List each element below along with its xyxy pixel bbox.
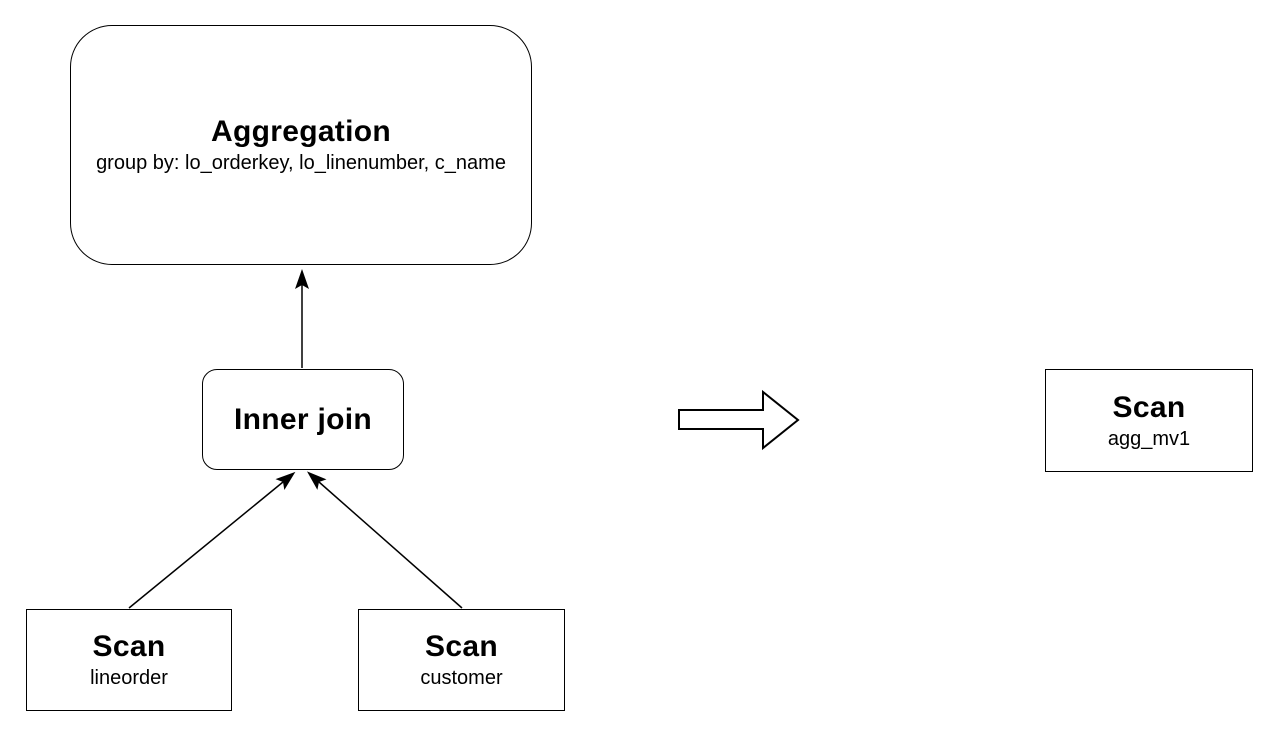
aggregation-title: Aggregation	[211, 115, 391, 148]
right-arrow-icon	[678, 389, 800, 451]
edge-scan-lineorder-to-join	[128, 471, 296, 609]
node-scan-agg-mv: Scan agg_mv1	[1045, 369, 1253, 472]
node-aggregation: Aggregation group by: lo_orderkey, lo_li…	[70, 25, 532, 265]
node-scan-lineorder: Scan lineorder	[26, 609, 232, 711]
scan-customer-table: customer	[420, 667, 503, 689]
edge-scan-customer-to-join	[306, 471, 463, 609]
node-inner-join: Inner join	[202, 369, 404, 470]
node-scan-customer: Scan customer	[358, 609, 565, 711]
scan-lineorder-table: lineorder	[90, 667, 168, 689]
scan-lineorder-title: Scan	[92, 630, 166, 663]
scan-mv-title: Scan	[1112, 390, 1186, 424]
inner-join-title: Inner join	[234, 402, 372, 436]
aggregation-groupby-detail: group by: lo_orderkey, lo_linenumber, c_…	[96, 152, 506, 174]
scan-mv-table: agg_mv1	[1107, 427, 1191, 450]
scan-customer-title: Scan	[425, 630, 498, 663]
